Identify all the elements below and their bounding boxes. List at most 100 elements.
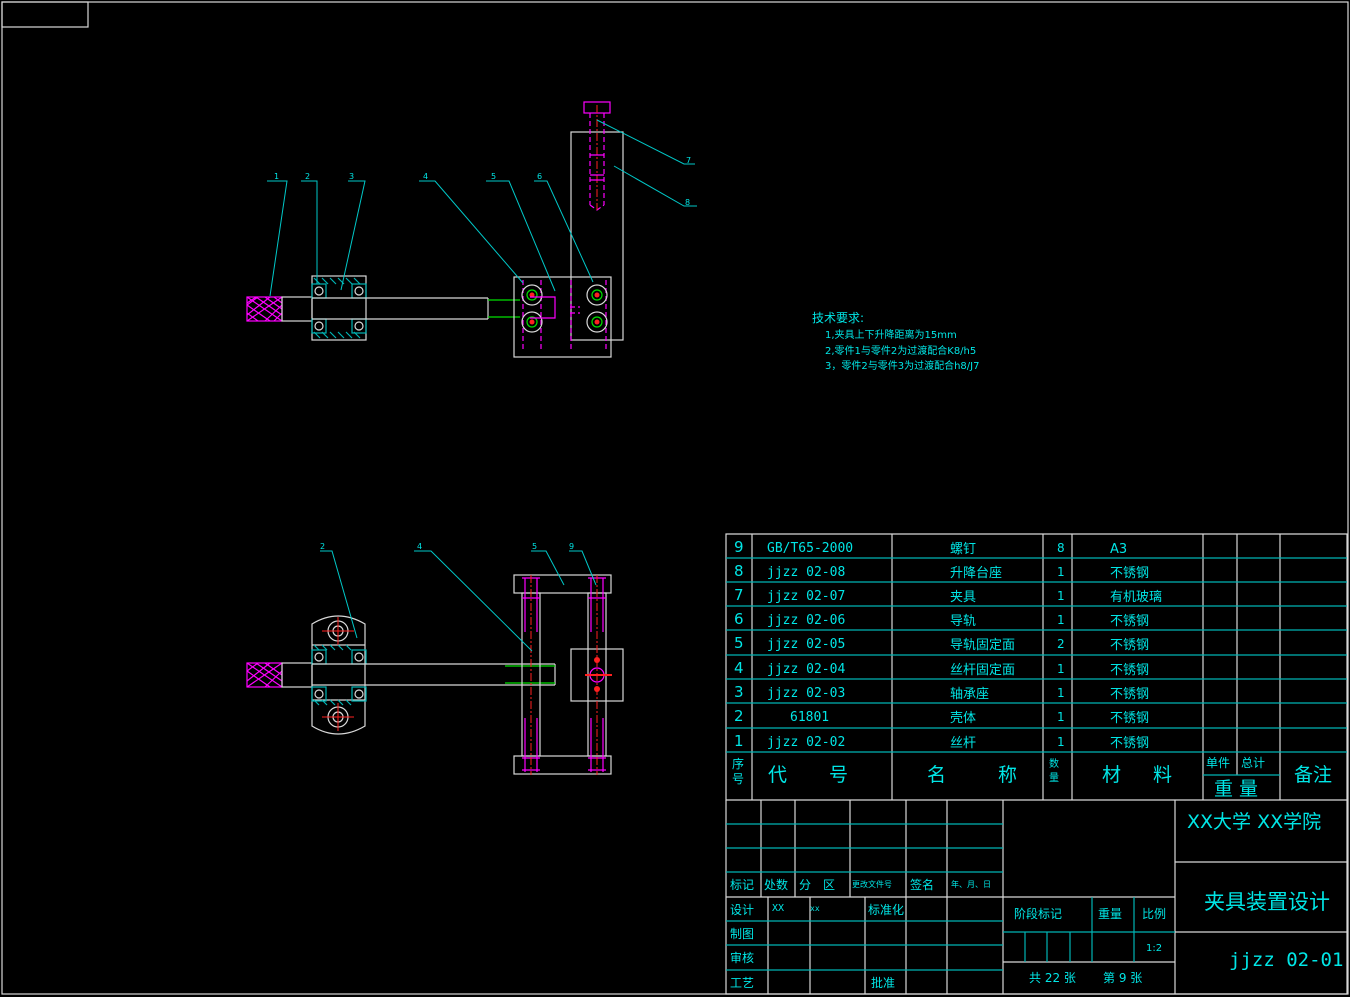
parts-cell-no: 3 — [734, 683, 744, 701]
school-name: XX大学 XX学院 — [1187, 811, 1321, 833]
tech-item: 1,夹具上下升降距离为15mm — [825, 328, 957, 341]
header-weight: 重 量 — [1214, 778, 1258, 800]
header-unit: 单件 — [1206, 756, 1230, 770]
lift-base — [513, 276, 612, 358]
drawing-title: 夹具装置设计 — [1204, 890, 1330, 914]
bearing-housing — [311, 275, 367, 341]
clamp-plate — [570, 131, 624, 341]
technical-requirements: 技术要求: 1,夹具上下升降距离为15mm 2,零件1与零件2为过渡配合K8/h… — [812, 311, 979, 372]
tech-title: 技术要求: — [812, 311, 864, 325]
header-qty-2: 量 — [1049, 772, 1059, 784]
role-draw: 制图 — [730, 927, 754, 941]
parts-cell-no: 8 — [734, 562, 744, 580]
designer: XX — [772, 903, 784, 914]
header-qty: 数 — [1049, 757, 1059, 770]
parts-cell-code: GB/T65-2000 — [767, 541, 853, 556]
parts-cell-qty: 8 — [1057, 541, 1065, 555]
parts-cell-code: jjzz 02-07 — [767, 589, 845, 604]
parts-cell-material: 不锈钢 — [1110, 711, 1149, 726]
parts-cell-qty: 1 — [1057, 735, 1065, 749]
rev-header: 分 区 — [799, 878, 835, 892]
parts-cell-code: jjzz 02-04 — [767, 662, 845, 677]
parts-cell-qty: 1 — [1057, 686, 1065, 700]
header-no-2: 号 — [732, 772, 744, 786]
parts-cell-qty: 1 — [1057, 662, 1065, 676]
parts-cell-code: jjzz 02-02 — [767, 735, 845, 750]
parts-cell-no: 9 — [734, 538, 744, 556]
balloon-4-front: 4 — [417, 542, 422, 551]
parts-cell-material: A3 — [1110, 542, 1127, 557]
stage-mark-label: 阶段标记 — [1014, 906, 1062, 921]
parts-cell-qty: 1 — [1057, 589, 1065, 603]
balloon-2: 2 — [305, 172, 310, 181]
parts-cell-qty: 1 — [1057, 613, 1065, 627]
balloon-5-front: 5 — [532, 542, 537, 551]
front-view: 2 4 5 9 — [246, 542, 624, 775]
scale-value: 1:2 — [1146, 943, 1162, 954]
parts-cell-no: 1 — [734, 732, 744, 750]
parts-cell-material: 不锈钢 — [1110, 736, 1149, 751]
balloon-8: 8 — [685, 198, 690, 207]
header-code: 代 号 — [768, 764, 848, 786]
rev-header: 标记 — [730, 878, 754, 892]
parts-cell-name: 导轨固定面 — [950, 638, 1015, 653]
parts-cell-name: 壳体 — [950, 711, 976, 726]
balloon-7: 7 — [686, 156, 691, 165]
header-remark: 备注 — [1294, 764, 1332, 786]
parts-cell-code: jjzz 02-05 — [767, 637, 845, 652]
parts-cell-code: jjzz 02-06 — [767, 613, 845, 628]
balloon-1: 1 — [274, 172, 279, 181]
scale-label: 比例 — [1142, 907, 1166, 921]
role-design: 设计 — [730, 903, 754, 917]
parts-cell-material: 不锈钢 — [1110, 638, 1149, 653]
parts-cell-material: 不锈钢 — [1110, 566, 1149, 581]
parts-cell-name: 丝杆固定面 — [950, 663, 1015, 678]
parts-cell-qty: 1 — [1057, 710, 1065, 724]
balloon-3: 3 — [349, 172, 354, 181]
weight-label: 重量 — [1098, 907, 1122, 921]
role-process: 工艺 — [730, 976, 754, 990]
designer-2: xx — [810, 904, 820, 913]
parts-cell-code: jjzz 02-03 — [767, 686, 845, 701]
parts-cell-name: 轴承座 — [950, 687, 989, 702]
bearing-seat — [311, 615, 366, 735]
parts-cell-no: 5 — [734, 634, 744, 652]
balloon-2-front: 2 — [320, 542, 325, 551]
tech-item: 2,零件1与零件2为过渡配合K8/h5 — [825, 344, 976, 357]
header-material: 材 料 — [1102, 764, 1172, 786]
sheets-total: 共 22 张 — [1029, 971, 1076, 985]
parts-cell-qty: 2 — [1057, 637, 1065, 651]
rev-header: 年、月、日 — [951, 879, 991, 889]
standardize-label: 标准化 — [868, 903, 904, 917]
title-block: 标记 处数 分 区 更改文件号 签名 年、月、日 设计 制图 审核 工艺 XX … — [725, 800, 1348, 995]
parts-cell-name: 丝杆 — [950, 736, 976, 751]
parts-cell-qty: 1 — [1057, 565, 1065, 579]
parts-cell-code: jjzz 02-08 — [767, 565, 845, 580]
rail-plate-top — [513, 574, 612, 594]
parts-cell-material: 不锈钢 — [1110, 663, 1149, 678]
parts-cell-code: 61801 — [790, 710, 829, 725]
parts-cell-name: 夹具 — [950, 590, 976, 605]
header-total: 总计 — [1241, 756, 1265, 770]
top-view: 1 2 3 4 5 6 7 8 — [246, 101, 697, 358]
rail-plate-bottom — [513, 755, 612, 775]
parts-cell-name: 螺钉 — [950, 542, 976, 557]
parts-cell-no: 7 — [734, 586, 744, 604]
header-no: 序 — [732, 756, 744, 771]
parts-cell-material: 有机玻璃 — [1110, 590, 1162, 605]
parts-cell-no: 2 — [734, 707, 744, 725]
tech-item: 3，零件2与零件3为过渡配合h8/J7 — [825, 359, 979, 372]
balloon-4: 4 — [423, 172, 428, 181]
header-name: 名 称 — [927, 764, 1017, 786]
approve-label: 批准 — [871, 975, 895, 990]
parts-cell-name: 导轨 — [950, 614, 976, 629]
parts-cell-no: 6 — [734, 610, 744, 628]
parts-cell-no: 4 — [734, 659, 744, 677]
rev-header: 更改文件号 — [852, 879, 892, 889]
rev-header: 签名 — [910, 877, 934, 892]
balloon-5: 5 — [491, 172, 496, 181]
rev-header: 处数 — [764, 877, 788, 892]
